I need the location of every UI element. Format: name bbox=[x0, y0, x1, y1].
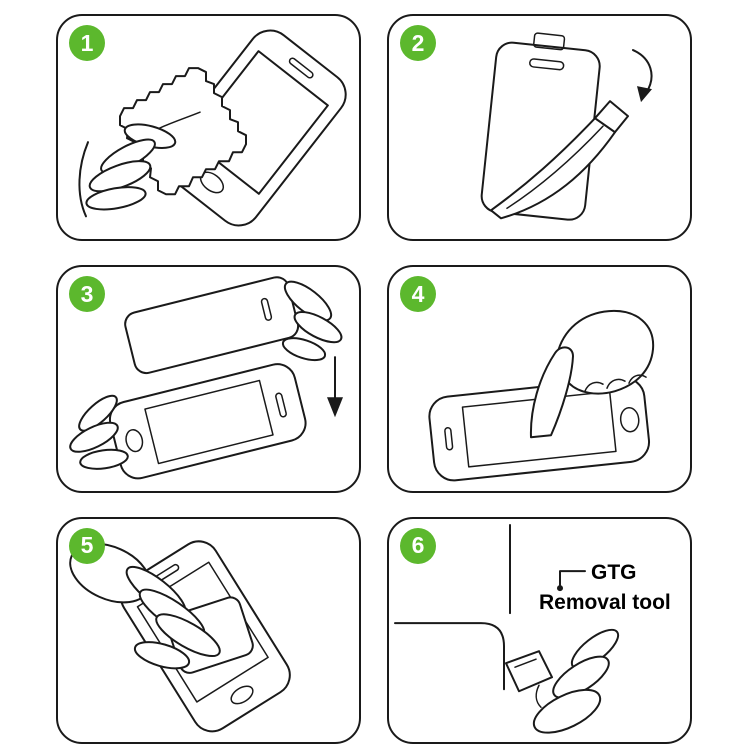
hand bbox=[78, 123, 177, 218]
step-5-panel: 5 bbox=[56, 516, 361, 744]
pull-tab bbox=[532, 32, 566, 51]
phone-speaker bbox=[275, 392, 287, 418]
down-arrow-icon bbox=[327, 356, 343, 418]
gtg-label: GTG bbox=[591, 561, 636, 584]
step-number: 6 bbox=[411, 532, 425, 559]
phone-corner-line bbox=[394, 621, 505, 690]
thumb bbox=[532, 688, 602, 734]
phone-screen bbox=[144, 380, 274, 465]
step-number: 1 bbox=[80, 29, 94, 56]
step-5-number-badge: 5 bbox=[69, 527, 105, 564]
peeling-film bbox=[490, 100, 629, 220]
speaker-cutout bbox=[529, 58, 565, 71]
step-4-number-badge: 4 bbox=[400, 276, 436, 313]
hand-palm bbox=[556, 310, 655, 395]
step-6-number-badge: 6 bbox=[400, 527, 436, 564]
left-hand bbox=[69, 395, 129, 471]
speaker-cutout bbox=[260, 298, 273, 322]
step-3-panel: 3 bbox=[56, 265, 361, 493]
index-finger bbox=[529, 346, 574, 439]
home-button bbox=[619, 407, 640, 433]
align-and-place-glass-illustration bbox=[69, 276, 343, 480]
home-button bbox=[125, 429, 144, 453]
removal-tool-label: Removal tool bbox=[539, 591, 671, 614]
thumb-nail bbox=[535, 684, 542, 708]
peel-direction-arrow bbox=[632, 49, 653, 103]
step-1-number-badge: 1 bbox=[69, 25, 105, 61]
removal-tool bbox=[505, 649, 553, 692]
phone bbox=[108, 363, 307, 480]
clean-screen-with-cloth-illustration bbox=[78, 29, 347, 227]
step-2-panel: 2 bbox=[387, 14, 692, 242]
step-1-panel: 1 bbox=[56, 14, 361, 242]
step-number: 5 bbox=[80, 532, 94, 559]
step-6-panel: 6 GTG Remo bbox=[387, 516, 692, 744]
thumb bbox=[133, 640, 191, 669]
smooth-with-card-illustration bbox=[69, 540, 291, 732]
step-number: 2 bbox=[411, 29, 425, 56]
home-button bbox=[230, 685, 254, 705]
press-screen-center-illustration bbox=[428, 310, 655, 482]
step-3-number-badge: 3 bbox=[69, 276, 105, 313]
hand bbox=[532, 628, 620, 734]
corner-removal-tool-illustration: GTG Removal tool bbox=[394, 523, 671, 734]
glass-protector bbox=[124, 276, 300, 375]
step-2-number-badge: 2 bbox=[400, 25, 436, 61]
peel-backing-film-illustration bbox=[480, 32, 653, 221]
step-number: 4 bbox=[411, 280, 425, 307]
pressing-hand bbox=[529, 310, 655, 439]
step-number: 3 bbox=[80, 280, 94, 307]
step-4-panel: 4 bbox=[387, 265, 692, 493]
phone-screen bbox=[188, 50, 329, 195]
steps-grid: 1 bbox=[56, 14, 692, 744]
phone-speaker bbox=[444, 427, 454, 451]
phone-speaker bbox=[288, 57, 314, 79]
right-hand bbox=[281, 281, 343, 362]
label-leader-line bbox=[557, 569, 586, 591]
